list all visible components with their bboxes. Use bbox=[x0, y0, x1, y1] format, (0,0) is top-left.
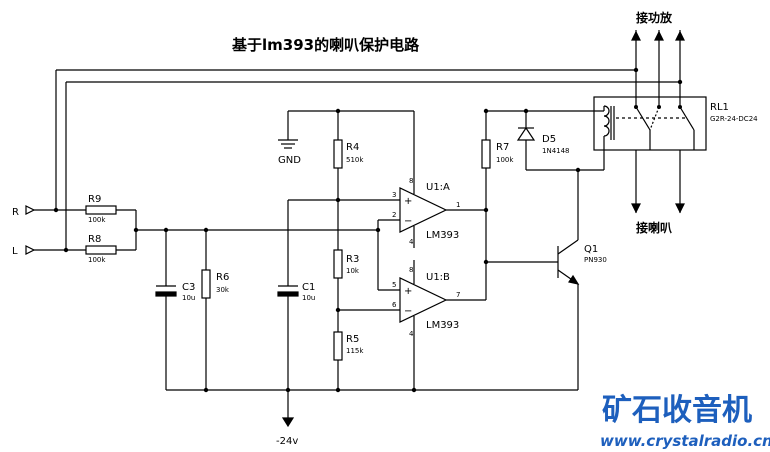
r8-ref: R8 bbox=[88, 234, 101, 245]
u1b-pin4: 4 bbox=[409, 330, 414, 338]
u1b-pin8: 8 bbox=[409, 266, 413, 274]
resistor-r4: R4 510k bbox=[333, 111, 364, 169]
r6-ref: R6 bbox=[216, 272, 229, 283]
r9-ref: R9 bbox=[88, 194, 101, 205]
input-wiring: R L bbox=[12, 67, 683, 257]
r5-ref: R5 bbox=[346, 334, 359, 345]
watermark-name: 矿石收音机 bbox=[602, 393, 752, 428]
c3-ref: C3 bbox=[182, 282, 195, 293]
rl1-value: G2R-24-DC24 bbox=[710, 115, 758, 123]
r3-value: 10k bbox=[346, 267, 360, 275]
u1a-pin2: 2 bbox=[392, 211, 396, 219]
r3-ref: R3 bbox=[346, 254, 359, 265]
supply-minus24v: -24v bbox=[276, 390, 298, 447]
r7-ref: R7 bbox=[496, 142, 509, 153]
r5-value: 115k bbox=[346, 347, 364, 355]
c3-value: 10u bbox=[182, 294, 195, 302]
capacitor-c3: C3 10u bbox=[155, 230, 195, 390]
r8-value: 100k bbox=[88, 256, 106, 264]
u1b-part: LM393 bbox=[426, 320, 459, 331]
u1a-pin8: 8 bbox=[409, 177, 413, 185]
resistor-r3: R3 10k bbox=[333, 249, 360, 279]
c1-ref: C1 bbox=[302, 282, 315, 293]
svg-text:−: − bbox=[404, 216, 412, 227]
u1a-pin4: 4 bbox=[409, 238, 414, 246]
transistor-q1: Q1 PN930 bbox=[486, 170, 607, 390]
svg-text:+: + bbox=[404, 196, 412, 207]
q1-value: PN930 bbox=[584, 256, 607, 264]
diode-d5: D5 1N4148 bbox=[516, 111, 570, 170]
u1a-pin1: 1 bbox=[456, 201, 460, 209]
amp-connect-label: 接功放 bbox=[636, 10, 673, 25]
resistor-r7: R7 100k bbox=[481, 111, 514, 210]
opamp-u1b: + − U1:B LM393 5 6 7 8 4 bbox=[392, 260, 460, 390]
relay-rl1: RL1 G2R-24-DC24 bbox=[593, 96, 758, 151]
d5-value: 1N4148 bbox=[542, 147, 570, 155]
svg-text:+: + bbox=[404, 286, 412, 297]
supply-label: -24v bbox=[276, 436, 298, 447]
input-r-label: R bbox=[12, 207, 19, 218]
r6-value: 30k bbox=[216, 286, 230, 294]
r4-value: 510k bbox=[346, 156, 364, 164]
r7-value: 100k bbox=[496, 156, 514, 164]
gnd-label: GND bbox=[278, 155, 301, 166]
u1b-pin7: 7 bbox=[456, 291, 460, 299]
diagram-title: 基于lm393的喇叭保护电路 bbox=[231, 36, 420, 54]
rl1-ref: RL1 bbox=[710, 102, 729, 113]
relay-terminals bbox=[631, 30, 685, 214]
opamp-u1a: + − U1:A LM393 3 2 1 8 4 bbox=[392, 111, 460, 248]
resistor-r6: R6 30k bbox=[201, 230, 230, 390]
input-l-label: L bbox=[12, 246, 18, 257]
r9-value: 100k bbox=[88, 216, 106, 224]
resistor-r5: R5 115k bbox=[333, 331, 364, 361]
q1-ref: Q1 bbox=[584, 244, 598, 255]
resistor-r8: R8 100k bbox=[85, 234, 117, 264]
svg-text:−: − bbox=[404, 306, 412, 317]
d5-ref: D5 bbox=[542, 134, 556, 145]
capacitor-c1: C1 10u bbox=[277, 200, 315, 390]
r4-ref: R4 bbox=[346, 142, 359, 153]
u1a-pin3: 3 bbox=[392, 191, 396, 199]
u1a-ref: U1:A bbox=[426, 182, 450, 193]
watermark-url: www.crystalradio.cn bbox=[600, 432, 770, 450]
u1b-ref: U1:B bbox=[426, 272, 450, 283]
speaker-connect-label: 接喇叭 bbox=[636, 220, 672, 235]
c1-value: 10u bbox=[302, 294, 315, 302]
u1b-pin6: 6 bbox=[392, 301, 397, 309]
u1b-pin5: 5 bbox=[392, 281, 396, 289]
resistor-r9: R9 100k bbox=[85, 194, 117, 224]
u1a-part: LM393 bbox=[426, 230, 459, 241]
